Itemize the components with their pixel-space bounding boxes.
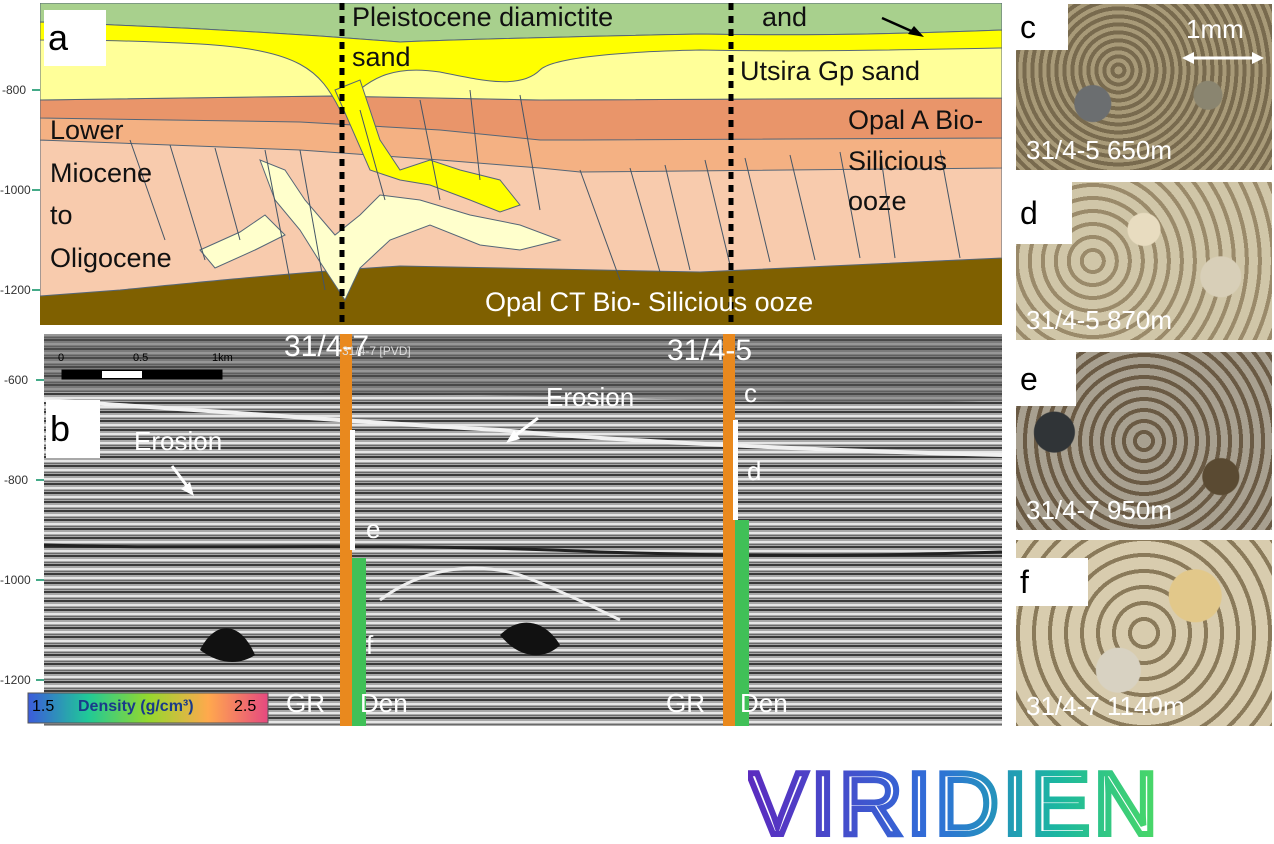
well-name-31-4-5: 31/4-5 xyxy=(667,334,753,367)
well-marker-e: e xyxy=(366,514,381,544)
depth-tick-1000-a: -1000 xyxy=(0,183,31,197)
label-lower-miocene: Lower Miocene to Oligocene xyxy=(50,115,172,273)
photo-tag-e: e xyxy=(1016,352,1076,406)
photo-c: c 1mm 31/4-5 650m xyxy=(1016,4,1272,170)
photo-tag-f: f xyxy=(1016,558,1088,606)
section-a: a -800 -1000 -1200 Pleistocene diamictit… xyxy=(0,0,1005,328)
seismic-strong-reflector xyxy=(43,543,1003,557)
scale-bar-label-0: 0 xyxy=(58,352,65,364)
panel-tag-a: a xyxy=(44,10,106,66)
seismic-pit-right xyxy=(500,622,560,656)
well-log-gr-31-4-7 xyxy=(340,334,352,726)
photo-scale-arrow xyxy=(1182,52,1264,64)
sand-layer xyxy=(40,21,1002,111)
photo-d: d 31/4-5 870m xyxy=(1016,182,1272,340)
density-legend-max: 2.5 xyxy=(234,698,257,715)
label-sand: sand xyxy=(352,42,411,72)
well-log-gr-31-4-5 xyxy=(723,334,735,726)
viridien-logo-text: VIRIDIEN xyxy=(748,762,1161,842)
section-b: -600 -800 -1000 -1200 0 0.5 1km b 31/4-7… xyxy=(0,330,1005,726)
density-legend-bar xyxy=(27,692,269,724)
label-opal-a: Opal A Bio- Silicious ooze xyxy=(848,105,984,216)
scale-bar-label-0-5: 0.5 xyxy=(133,352,149,364)
density-legend-title: Density (g/cm³) xyxy=(78,698,194,715)
photo-caption-c: 31/4-5 650m xyxy=(1026,135,1172,165)
seismic-pit-left xyxy=(200,628,255,662)
erosion-arrow-right-head xyxy=(506,430,520,443)
depth-tick-800-a: -800 xyxy=(2,83,27,97)
injectite-2 xyxy=(199,214,286,269)
seismic-image xyxy=(27,334,1003,726)
erosion-arrow-left-head xyxy=(181,482,194,496)
label-opal-ct: Opal CT Bio- Silicious ooze xyxy=(485,287,814,317)
den-label-31-4-5: Den xyxy=(740,688,788,718)
section-a-drawing xyxy=(32,3,1002,325)
density-legend-min: 1.5 xyxy=(32,698,55,715)
erosion-label-right: Erosion xyxy=(546,382,635,412)
well-log-den-31-4-7 xyxy=(352,558,366,726)
depth-tick-600-b: -600 xyxy=(4,373,29,387)
well-name-31-4-7: 31/4-7 xyxy=(284,330,370,363)
well-log-den-31-4-5 xyxy=(735,520,749,726)
photo-tag-d: d xyxy=(1016,182,1072,244)
erosion-label-left: Erosion xyxy=(134,426,223,456)
depth-tick-1000-b: -1000 xyxy=(0,573,31,587)
depth-tick-1200-b: -1200 xyxy=(0,673,31,687)
sand-arrow-head xyxy=(908,26,924,37)
viridien-logo: VIRIDIEN xyxy=(748,762,1161,842)
photo-f: f 31/4-7 1140m xyxy=(1016,540,1272,726)
well-log-den-31-4-5-top xyxy=(733,420,738,520)
gr-label-31-4-7: GR xyxy=(286,688,325,718)
label-pleistocene: Pleistocene diamictite xyxy=(352,2,614,32)
well-overlay-31-4-7: 31/4-7 [PVD] xyxy=(342,344,411,358)
gr-label-31-4-5: GR xyxy=(666,688,705,718)
fault-lines xyxy=(129,89,961,291)
depth-tick-1200-a: -1200 xyxy=(0,283,31,297)
depth-tick-800-b: -800 xyxy=(4,473,29,487)
photo-caption-f: 31/4-7 1140m xyxy=(1026,691,1185,721)
well-marker-f: f xyxy=(366,630,374,660)
erosion-surface xyxy=(43,398,1003,457)
photo-scale-label: 1mm xyxy=(1186,14,1244,44)
well-log-den-31-4-7-top xyxy=(350,430,355,550)
well-marker-d: d xyxy=(747,456,762,486)
photo-tag-c: c xyxy=(1016,4,1068,50)
photo-e: e 31/4-7 950m xyxy=(1016,352,1272,530)
scale-bar-label-1km: 1km xyxy=(212,352,233,364)
label-utsira: Utsira Gp sand xyxy=(740,56,921,86)
photo-caption-d: 31/4-5 870m xyxy=(1026,305,1172,335)
injectite-1 xyxy=(259,159,562,302)
well-marker-c: c xyxy=(744,378,757,408)
panel-tag-b: b xyxy=(46,400,100,458)
den-label-31-4-7: Den xyxy=(360,688,408,718)
photo-caption-e: 31/4-7 950m xyxy=(1026,495,1172,525)
label-and: and xyxy=(762,2,808,32)
seismic-mound xyxy=(379,566,621,622)
scale-bar-mid xyxy=(102,371,142,378)
seismic-dark-zone xyxy=(44,334,1002,403)
sand-injection xyxy=(334,79,521,213)
